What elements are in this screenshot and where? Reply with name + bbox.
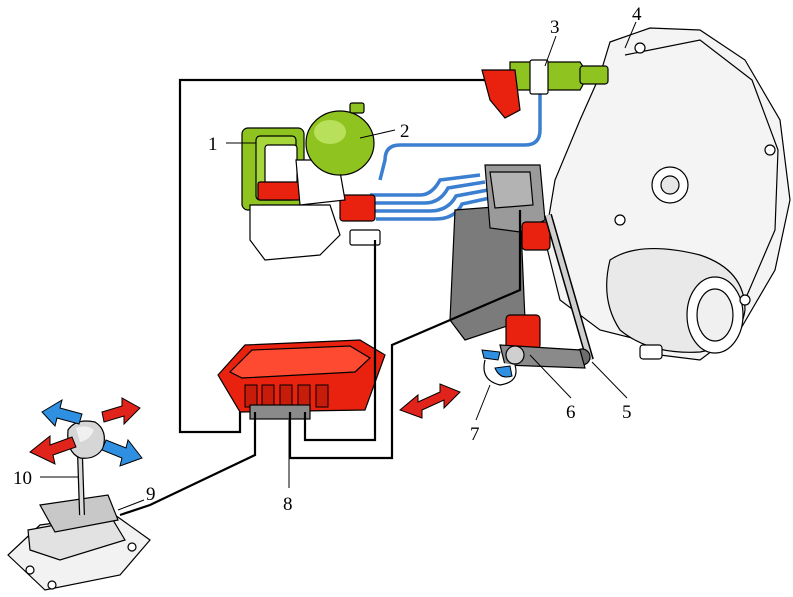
arrow-down-left-icon [29,434,77,465]
gear-lever [67,420,105,516]
wiring-harness [119,78,522,517]
callout-7: 7 [470,424,480,445]
callout-3: 3 [550,17,560,38]
callout-6: 6 [566,402,576,423]
callout-labels: 1 2 3 4 5 6 7 8 9 10 [13,4,642,515]
callout-1: 1 [208,134,218,155]
gear-selector-actuators [505,221,551,350]
gearbox-speed-sensor [481,59,609,119]
clutch-release-bearing [481,349,517,386]
clutch-lever [499,344,586,369]
callout-4: 4 [632,4,642,25]
hydraulic-pump-unit [241,127,381,261]
arrow-down-right-icon [101,438,143,467]
callout-2: 2 [400,121,410,142]
gear-lever-base [7,494,151,591]
clutch-motion-arrow-icon [399,383,461,419]
callout-5: 5 [622,402,632,423]
hydraulic-lines [370,92,542,221]
arrow-up-left-icon [41,398,83,428]
selector-module-housing [449,164,546,341]
callout-8: 8 [283,494,293,515]
gearbox-housing [544,27,791,361]
shift-direction-arrows [29,383,461,467]
arrow-up-right-icon [101,397,141,426]
callout-leaders [40,21,637,511]
callout-9: 9 [146,484,156,505]
callout-10: 10 [13,468,32,489]
gearbox-control-unit [217,339,386,420]
pressure-accumulator [305,102,375,176]
